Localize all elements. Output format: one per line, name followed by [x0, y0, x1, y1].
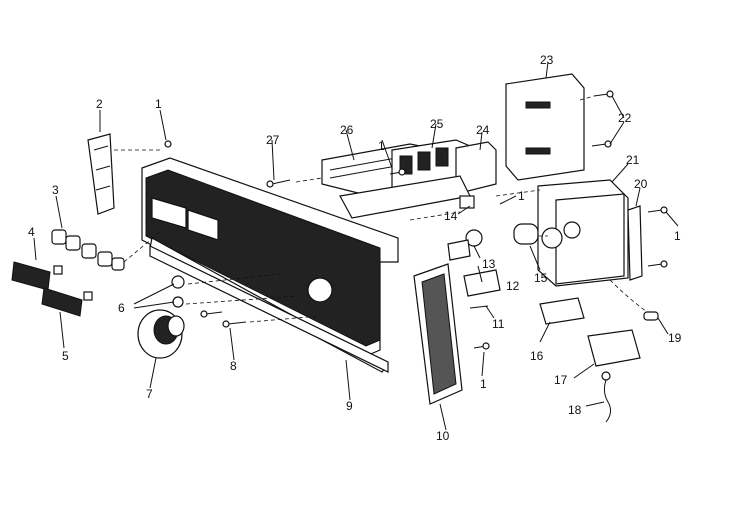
label-9: 9	[346, 399, 353, 413]
label-3: 3	[52, 183, 59, 197]
label-20: 20	[634, 177, 648, 191]
label-13: 13	[482, 257, 496, 271]
label-1-right: 1	[518, 189, 525, 203]
label-1-mid: 1	[378, 139, 385, 153]
capacitor-15	[513, 223, 539, 245]
wire-19	[609, 279, 659, 321]
switch-strip	[11, 261, 63, 291]
label-16: 16	[530, 349, 544, 363]
label-14: 14	[444, 209, 458, 223]
label-7: 7	[146, 387, 153, 401]
bracket-20	[627, 205, 643, 281]
part-labels: 1 2 3 4 5 6 7 8 9 10 11 12 13 14 15 16 1…	[28, 53, 682, 443]
label-25: 25	[430, 117, 444, 131]
screws-22	[591, 90, 614, 148]
timer-knob	[137, 309, 185, 359]
label-8: 8	[230, 359, 237, 373]
label-18: 18	[568, 403, 582, 417]
screws-1-right	[389, 168, 668, 350]
label-1-top: 1	[155, 97, 162, 111]
label-27: 27	[266, 133, 280, 147]
label-15: 15	[534, 271, 548, 285]
label-22: 22	[618, 111, 632, 125]
label-19: 19	[668, 331, 682, 345]
push-buttons	[51, 229, 125, 271]
terminal-block-16	[539, 297, 585, 325]
vent-filter	[413, 263, 463, 405]
label-10: 10	[436, 429, 450, 443]
button-strip	[41, 287, 93, 317]
switch-17	[587, 329, 641, 381]
label-4: 4	[28, 225, 35, 239]
label-5: 5	[62, 349, 69, 363]
screw-1-top	[164, 140, 172, 148]
screws-panel	[200, 310, 247, 328]
label-2: 2	[96, 97, 103, 111]
label-21: 21	[626, 153, 640, 167]
panel-trim-strip	[149, 245, 389, 373]
label-17: 17	[554, 373, 568, 387]
wire-18	[603, 379, 612, 423]
label-24: 24	[476, 123, 490, 137]
cover-23	[505, 73, 585, 181]
label-26: 26	[340, 123, 354, 137]
label-12: 12	[506, 279, 520, 293]
assembly-lines	[114, 95, 595, 323]
label-11: 11	[492, 317, 505, 331]
small-components	[447, 195, 501, 309]
label-1-bottom: 1	[480, 377, 487, 391]
timer-housing-21	[537, 179, 629, 287]
leader-lines	[33, 61, 679, 431]
label-1-far-right: 1	[674, 229, 681, 243]
side-bracket-left	[87, 133, 115, 215]
label-23: 23	[540, 53, 554, 67]
screw-27	[266, 179, 291, 188]
label-6: 6	[118, 301, 125, 315]
